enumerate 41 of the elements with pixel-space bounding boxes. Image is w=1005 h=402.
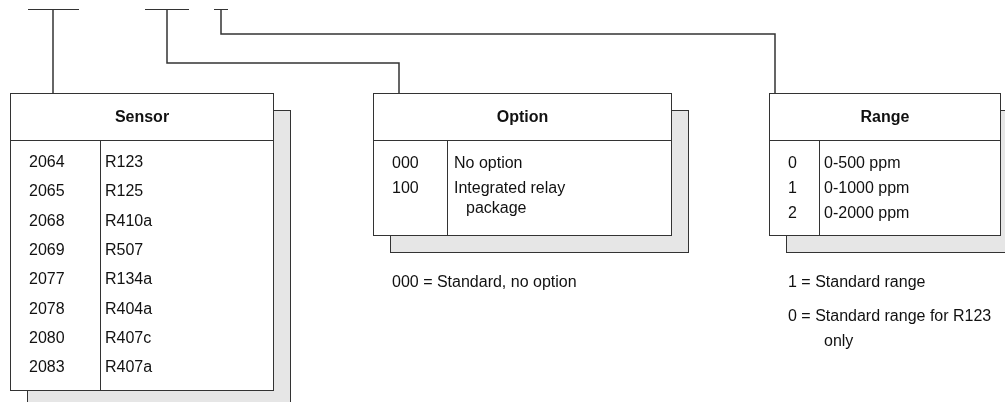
code-table (769, 93, 1001, 236)
option-code: 100 (392, 178, 419, 198)
footnote: 0 = Standard range for R123 only (788, 306, 993, 351)
refrigerant-name: R404a (105, 298, 154, 319)
range-code: 0 (788, 153, 797, 173)
range-value: 0-500 ppm (824, 153, 902, 173)
table-heading: Range (860, 108, 910, 126)
refrigerant-name: R410a (105, 210, 154, 231)
sensor-code: 2078 (29, 298, 65, 319)
sensor-code: 2083 (29, 357, 65, 378)
sensor-code: 2077 (29, 269, 65, 290)
leader-line (166, 9, 400, 94)
code-segment-line (28, 9, 79, 12)
code-segment-line (214, 9, 228, 12)
sensor-code: 2064 (29, 152, 65, 172)
code-table (373, 93, 672, 236)
range-value: 0-2000 ppm (824, 203, 911, 223)
leader-line (220, 9, 776, 94)
sensor-code: 2068 (29, 210, 65, 231)
code-table (10, 93, 274, 391)
refrigerant-name: R407a (105, 357, 154, 378)
footnote: 1 = Standard range (788, 272, 926, 292)
range-code: 2 (788, 203, 797, 223)
sensor-code: 2080 (29, 327, 65, 348)
refrigerant-name: R407c (105, 327, 153, 348)
refrigerant-name: R507 (105, 239, 145, 260)
leader-line (52, 9, 54, 94)
sensor-code: 2065 (29, 181, 65, 202)
sensor-code: 2069 (29, 239, 65, 260)
option-description: Integrated relay package (454, 178, 567, 218)
refrigerant-name: R134a (105, 269, 154, 290)
refrigerant-name: R125 (105, 181, 145, 202)
footnote: 000 = Standard, no option (392, 272, 577, 292)
option-description: No option (454, 153, 524, 173)
range-code: 1 (788, 178, 797, 198)
range-value: 0-1000 ppm (824, 178, 911, 198)
table-heading: Sensor (114, 108, 170, 126)
code-segment-line (145, 9, 189, 12)
table-heading: Option (496, 108, 549, 126)
option-code: 000 (392, 153, 419, 173)
refrigerant-name: R123 (105, 152, 145, 172)
